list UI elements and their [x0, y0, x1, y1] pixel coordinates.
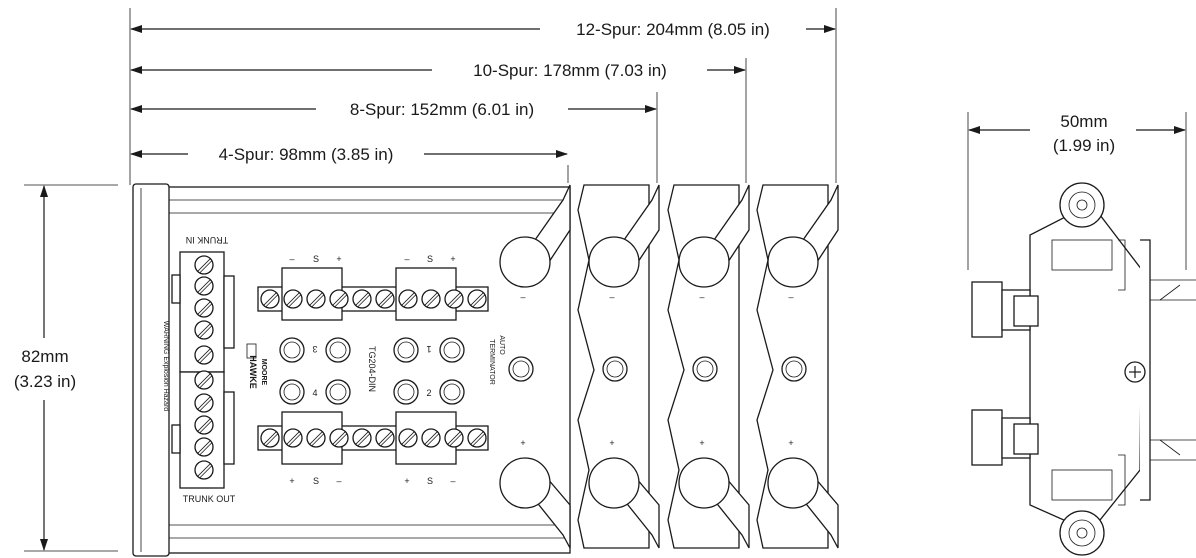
trunk-screw-icon: [194, 345, 214, 365]
spur-screw-icon: [260, 289, 280, 309]
spur-screws: [260, 289, 487, 448]
dimension-depth-in: (1.99 in): [1053, 136, 1115, 155]
spur-screw-icon: [352, 289, 372, 309]
dimension-height: 82mm (3.23 in): [14, 185, 76, 551]
spur-screw-icon: [283, 289, 303, 309]
svg-text:+: +: [609, 438, 614, 448]
dimension-12-spur-label: 12-Spur: 204mm (8.05 in): [576, 20, 770, 39]
svg-text:S: S: [427, 476, 433, 486]
svg-text:+: +: [336, 254, 341, 264]
trunk-screws: [194, 255, 214, 480]
spur-screw-icon: [398, 428, 418, 448]
spur-screw-icon: [421, 428, 441, 448]
spur-screw-icon: [444, 428, 464, 448]
svg-text:MOORE: MOORE: [260, 359, 267, 386]
spur-leds: [279, 337, 465, 405]
spur-screw-icon: [375, 428, 395, 448]
trunk-screw-icon: [194, 320, 214, 340]
trunk-screw-icon: [194, 393, 214, 413]
dimension-height-in: (3.23 in): [14, 372, 76, 391]
svg-text:–: –: [699, 292, 704, 302]
trunk-screw-icon: [194, 460, 214, 480]
spur-screw-icon: [467, 428, 487, 448]
spur-screw-icon: [467, 289, 487, 309]
warning-label: WARNING Explosion Hazard: [162, 321, 169, 411]
expansion-module: –+: [667, 184, 750, 549]
spur-screw-icon: [283, 428, 303, 448]
trunk-screw-icon: [194, 255, 214, 275]
side-view: [971, 182, 1196, 556]
spur-screw-icon: [306, 289, 326, 309]
expansion-modules: –+–+–+–+: [499, 184, 839, 549]
svg-text:S: S: [427, 254, 433, 264]
trunk-screw-icon: [194, 437, 214, 457]
auto-terminator: AUTO TERMINATOR: [488, 335, 534, 385]
svg-text:–: –: [520, 292, 525, 302]
svg-text:–: –: [289, 254, 294, 264]
expansion-module: –+: [577, 184, 660, 549]
spur-screw-icon: [306, 428, 326, 448]
spur-number-2: 2: [426, 388, 431, 398]
svg-text:S: S: [313, 254, 319, 264]
svg-text:AUTO: AUTO: [498, 335, 505, 355]
spur-screw-icon: [329, 428, 349, 448]
svg-text:–: –: [788, 292, 793, 302]
svg-text:S: S: [313, 476, 319, 486]
spur-screw-icon: [398, 289, 418, 309]
polarity-labels-bottom: + S – + S –: [289, 476, 455, 486]
trunk-out-label: TRUNK OUT: [183, 494, 236, 504]
svg-text:–: –: [336, 476, 341, 486]
trunk-screw-icon: [194, 276, 214, 296]
dimension-4-spur: 4-Spur: 98mm (3.85 in): [130, 145, 568, 164]
svg-text:+: +: [699, 438, 704, 448]
svg-text:+: +: [289, 476, 294, 486]
dimension-10-spur: 10-Spur: 178mm (7.03 in): [130, 61, 746, 80]
svg-text:–: –: [404, 254, 409, 264]
svg-text:+: +: [450, 254, 455, 264]
svg-text:–: –: [609, 292, 614, 302]
trunk-screw-icon: [194, 370, 214, 390]
trunk-screw-icon: [194, 298, 214, 318]
svg-text:TERMINATOR: TERMINATOR: [488, 339, 495, 385]
dimension-8-spur-label: 8-Spur: 152mm (6.01 in): [350, 100, 534, 119]
spur-number-3: 3: [312, 344, 317, 354]
dimension-4-spur-label: 4-Spur: 98mm (3.85 in): [219, 145, 394, 164]
spur-number-4: 4: [312, 388, 317, 398]
dimension-depth: 50mm (1.99 in): [968, 112, 1186, 155]
svg-text:+: +: [404, 476, 409, 486]
dimension-12-spur: 12-Spur: 204mm (8.05 in): [130, 20, 836, 39]
svg-text:HAWKE: HAWKE: [248, 355, 258, 389]
svg-text:+: +: [788, 438, 793, 448]
spur-screw-icon: [421, 289, 441, 309]
dimension-height-mm: 82mm: [21, 347, 68, 366]
trunk-in-label: TRUNK IN: [186, 235, 229, 245]
svg-text:–: –: [450, 476, 455, 486]
dimension-10-spur-label: 10-Spur: 178mm (7.03 in): [473, 61, 667, 80]
end-cap: [132, 183, 170, 557]
expansion-module: –+: [756, 184, 839, 549]
spur-screw-icon: [329, 289, 349, 309]
spur-number-1: 1: [426, 344, 431, 354]
dimension-8-spur: 8-Spur: 152mm (6.01 in): [130, 100, 657, 119]
side-screw-icon: [1124, 361, 1146, 383]
polarity-labels-top: – S + – S +: [289, 254, 455, 264]
brand-logo: MOORE HAWKE: [246, 343, 267, 389]
svg-text:+: +: [520, 438, 525, 448]
front-view: TRUNK IN TRUNK OUT WARNING Explosion Haz…: [132, 183, 571, 557]
model-label: TG204-DIN: [367, 346, 377, 392]
dimension-depth-mm: 50mm: [1060, 112, 1107, 131]
spur-screw-icon: [260, 428, 280, 448]
trunk-screw-icon: [194, 415, 214, 435]
spur-screw-icon: [352, 428, 372, 448]
spur-screw-icon: [375, 289, 395, 309]
spur-screw-icon: [444, 289, 464, 309]
expansion-module: –+: [499, 184, 571, 549]
